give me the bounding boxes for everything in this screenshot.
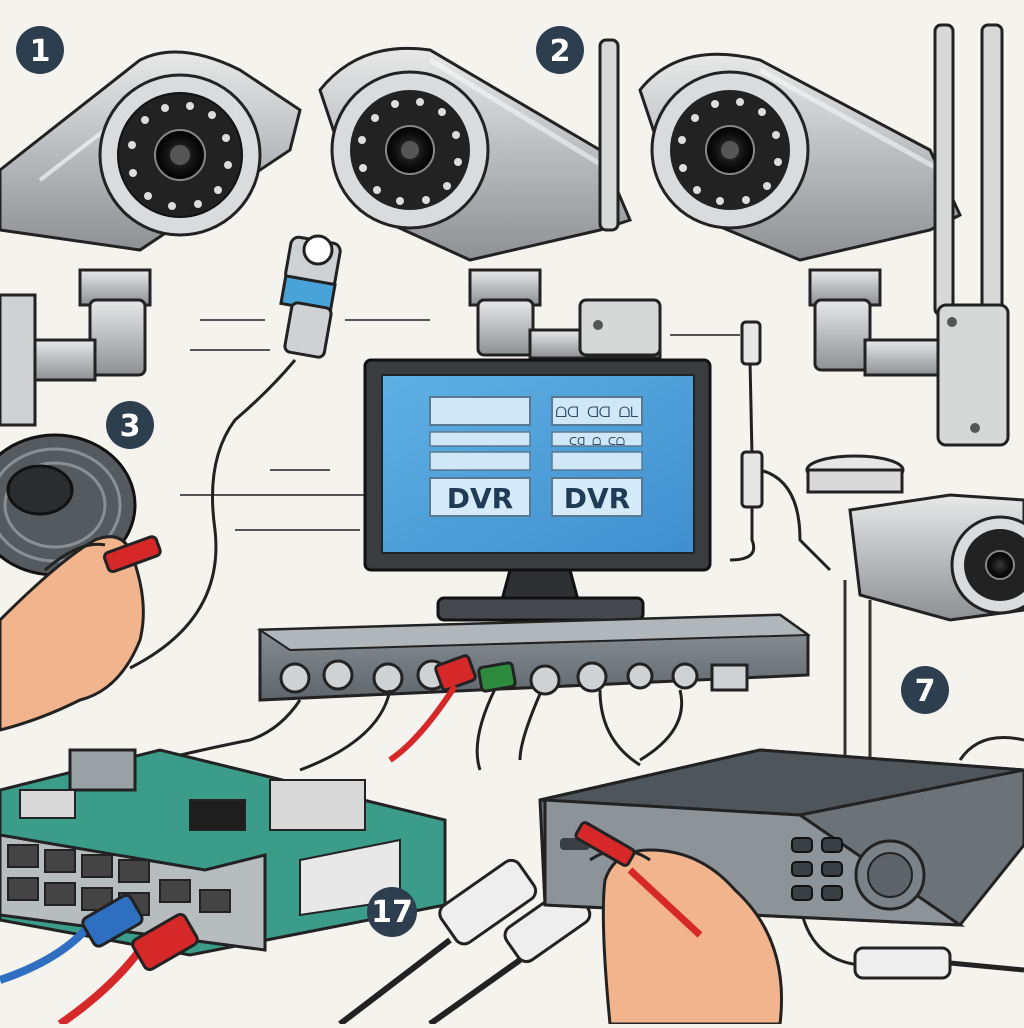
background-sketch-lines <box>180 319 740 531</box>
monitor-mid-right-code: ᑕᗡ ᗝ ᑕᗝ <box>569 435 625 448</box>
monitor-dvr-right-text: DVR <box>564 482 630 515</box>
cables <box>129 359 1024 967</box>
step-label-3-text: 3 <box>120 409 141 444</box>
inline-connectors <box>740 320 764 509</box>
step-label-1: 1 <box>16 26 64 74</box>
bnc-connector-icon <box>279 234 342 359</box>
monitor-icon: ᗝᗡ ᗡᗡ ᗝᒪ ᑕᗡ ᗝ ᑕᗝ DVR DVR <box>363 358 712 622</box>
step-label-2: 2 <box>536 26 584 74</box>
step-label-1-text: 1 <box>30 34 51 69</box>
monitor-dvr-left-text: DVR <box>447 482 513 515</box>
dvr-2-cable <box>853 946 1024 980</box>
camera-3-icon <box>638 23 1010 447</box>
hand-left-icon <box>0 535 162 732</box>
step-label-7: 7 <box>901 666 949 714</box>
step-label-17-text: 17 <box>371 895 413 930</box>
dvr-box-1-icon <box>256 613 811 702</box>
step-label-2-text: 2 <box>550 34 571 69</box>
step-label-3: 3 <box>106 401 154 449</box>
step-label-17: 17 <box>367 887 417 937</box>
camera-2-icon <box>318 38 662 360</box>
step-label-7-text: 7 <box>915 674 936 709</box>
camera-1-icon <box>0 50 302 427</box>
hand-bottom-icon <box>574 821 784 1026</box>
ethernet-cables <box>0 893 199 1028</box>
colored-plugs <box>388 654 517 771</box>
network-switch-icon <box>0 748 447 957</box>
bnc-ports <box>279 659 749 696</box>
camera-4-icon <box>805 454 1024 760</box>
monitor-top-right-code: ᗝᗡ ᗡᗡ ᗝᒪ <box>555 405 638 421</box>
